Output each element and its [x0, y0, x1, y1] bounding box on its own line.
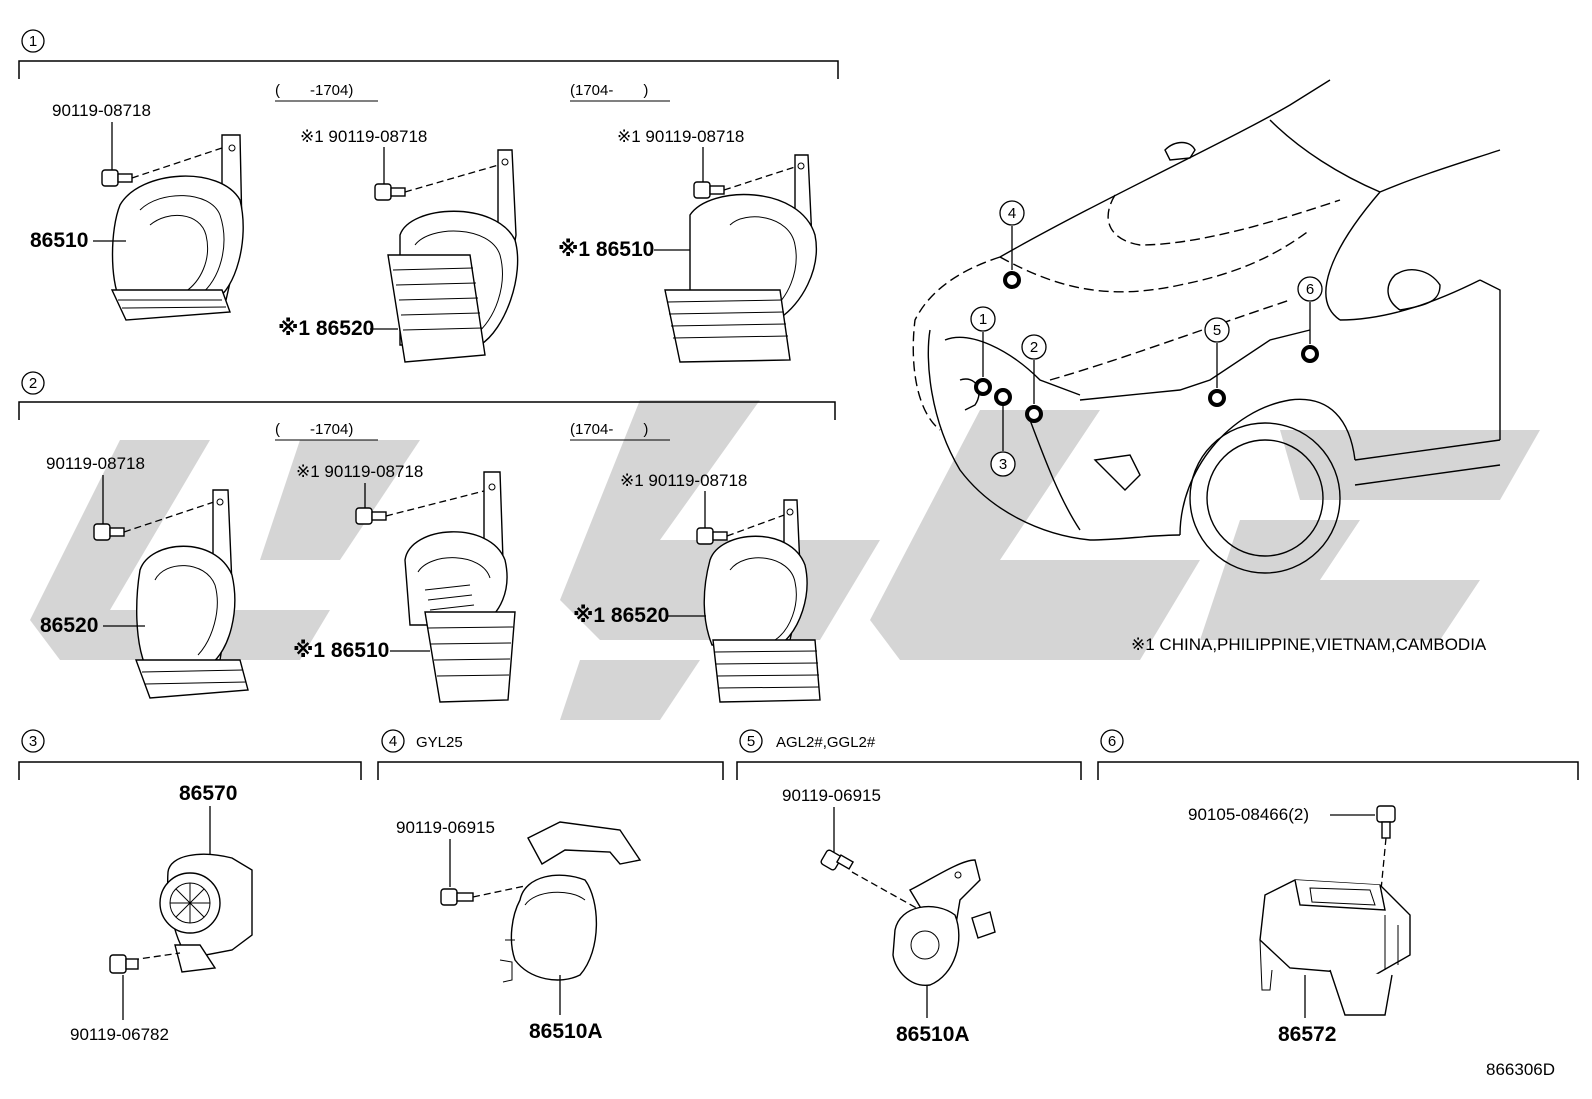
svg-text:6: 6 — [1306, 281, 1314, 298]
part-86520-b: 86520 — [40, 614, 98, 637]
part-86572: 86572 — [1278, 1023, 1336, 1046]
horn-86510-drawing-b — [404, 471, 516, 703]
date-range-after-2: (1704- ) — [570, 421, 648, 438]
section-1-marker — [21, 29, 45, 53]
location-marker-1: 1 — [970, 306, 996, 396]
location-marker-6: 6 — [1297, 276, 1323, 363]
section-6-marker — [1100, 729, 1124, 753]
bolt-icon — [696, 527, 728, 545]
horn-86510-drawing — [110, 134, 244, 321]
section-4-condition: GYL25 — [416, 734, 463, 751]
date-range-before-2: ( -1704) — [275, 421, 353, 438]
location-marker-5: 5 — [1204, 317, 1230, 407]
section-4: 4 GYL25 90119-06915 86510A — [377, 729, 724, 1043]
bolt-icon — [440, 888, 474, 906]
part-90105-08466: 90105-08466(2) — [1188, 805, 1309, 824]
section-6: 6 90105-08466(2) 86572 — [1097, 729, 1579, 1046]
date-range-before-1: ( -1704) — [275, 82, 353, 99]
part-90119-08718-b: ※1 90119-08718 — [300, 127, 427, 146]
horn-86520-drawing-b — [134, 489, 249, 699]
horn-86510-marked-drawing — [664, 154, 817, 363]
part-90119-06915-b: 90119-06915 — [782, 786, 881, 805]
section-6-bracket — [1097, 761, 1579, 780]
watermark-logo — [30, 400, 1540, 720]
svg-text:4: 4 — [1008, 205, 1016, 222]
bolt-icon — [1376, 805, 1396, 839]
bolt-icon — [820, 849, 855, 871]
part-90119-08718-c: ※1 90119-08718 — [617, 127, 744, 146]
section-3-marker — [21, 729, 45, 753]
bolt-icon — [109, 954, 139, 974]
svg-text:3: 3 — [999, 456, 1007, 473]
svg-text:5: 5 — [1213, 322, 1221, 339]
section-1: 1 ( -1704) (1704- ) 90119-08718 86510 ※1… — [18, 29, 839, 363]
part-90119-06915-a: 90119-06915 — [396, 818, 495, 837]
section-6-label: 6 — [1108, 733, 1116, 750]
part-86510A-b: 86510A — [896, 1023, 970, 1046]
part-86520-a: ※1 86520 — [278, 317, 374, 340]
part-90119-08718-e: ※1 90119-08718 — [296, 462, 423, 481]
part-90119-08718-d: 90119-08718 — [46, 454, 145, 473]
part-86570: 86570 — [179, 782, 237, 805]
bolt-icon — [101, 169, 133, 187]
section-4-label: 4 — [389, 733, 397, 750]
bolt-icon — [374, 183, 406, 201]
horn-86520-drawing — [387, 149, 519, 363]
bolt-icon — [693, 181, 725, 199]
section-2-marker — [21, 371, 45, 395]
horn-86520-marked-drawing — [703, 499, 821, 703]
section-5-marker — [739, 729, 763, 753]
horn-86510A-drawing-a — [499, 821, 642, 983]
part-86510-c: ※1 86510 — [293, 639, 389, 662]
horn-86570-drawing — [159, 853, 253, 973]
section-1-bracket — [18, 60, 839, 79]
horn-86510A-drawing-b — [892, 859, 996, 986]
part-86510-b: ※1 86510 — [558, 238, 654, 261]
vehicle-front-view: 4 1 2 3 5 6 — [912, 79, 1501, 574]
part-90119-08718-f: ※1 90119-08718 — [620, 471, 747, 490]
part-86510A-a: 86510A — [529, 1020, 603, 1043]
svg-text:2: 2 — [1030, 339, 1038, 356]
region-footnote: ※1 CHINA,PHILIPPINE,VIETNAM,CAMBODIA — [1131, 635, 1487, 654]
location-marker-4: 4 — [999, 200, 1025, 289]
location-marker-2: 2 — [1021, 334, 1047, 423]
horn-86572-drawing — [1259, 879, 1411, 1016]
section-5-label: 5 — [747, 733, 755, 750]
section-3: 3 86570 90119-06782 — [18, 729, 362, 1044]
section-3-label: 3 — [29, 733, 37, 750]
location-marker-3: 3 — [990, 388, 1016, 477]
diagram-code: 866306D — [1486, 1060, 1555, 1079]
section-2-label: 2 — [29, 375, 37, 392]
bolt-icon — [355, 507, 387, 525]
part-90119-06782: 90119-06782 — [70, 1025, 169, 1044]
section-1-label: 1 — [29, 33, 37, 50]
section-4-marker — [381, 729, 405, 753]
part-86510-a: 86510 — [30, 229, 88, 252]
section-3-bracket — [18, 761, 362, 780]
section-5-condition: AGL2#,GGL2# — [776, 734, 876, 751]
section-4-bracket — [377, 761, 724, 780]
part-86520-c: ※1 86520 — [573, 604, 669, 627]
part-90119-08718-a: 90119-08718 — [52, 101, 151, 120]
date-range-after-1: (1704- ) — [570, 82, 648, 99]
section-2-bracket — [18, 401, 836, 420]
section-5-bracket — [736, 761, 1082, 780]
section-5: 5 AGL2#,GGL2# 90119-06915 86510A — [736, 729, 1082, 1046]
svg-text:1: 1 — [979, 311, 987, 328]
section-2: 2 ( -1704) (1704- ) 90119-08718 86520 ※1… — [18, 371, 836, 703]
